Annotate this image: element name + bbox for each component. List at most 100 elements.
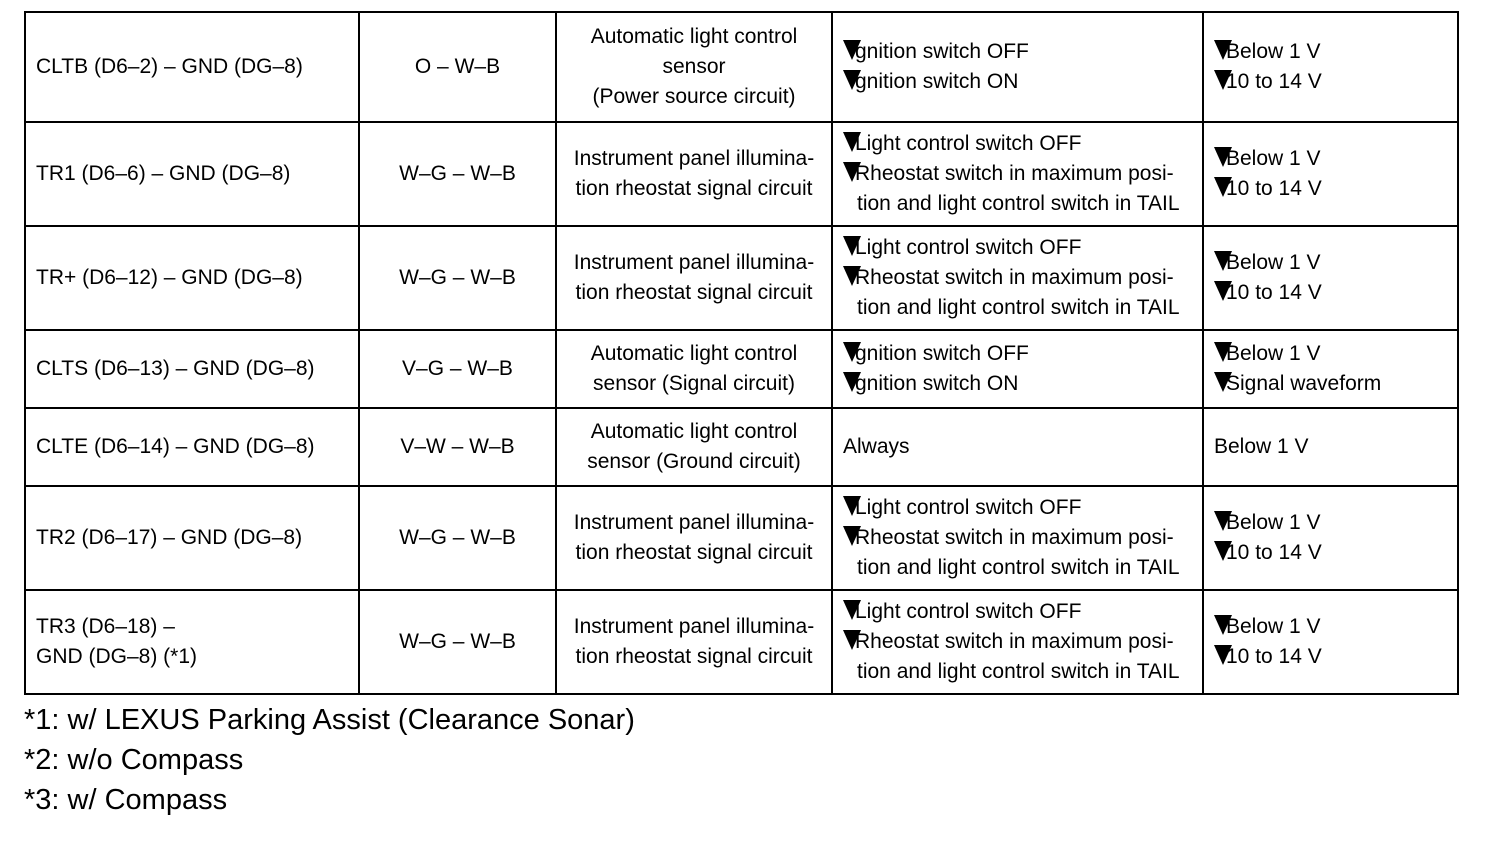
specified-condition-cell: Below 1 V 10 to 14 V <box>1202 225 1459 331</box>
condition-text: Light control switch OFF <box>855 132 1082 155</box>
description-line: tion rheostat signal circuit <box>575 281 813 304</box>
footnote: *3: w/ Compass <box>24 784 228 816</box>
spec-line: Below 1 V <box>1214 144 1447 174</box>
description-line: sensor (Signal circuit) <box>593 372 795 395</box>
condition-cell: Light control switch OFF Rheostat switch … <box>831 225 1204 331</box>
terminal-cell: TR1 (D6–6) – GND (DG–8) <box>24 121 360 227</box>
spec-line: Below 1 V <box>1214 339 1447 369</box>
terminal-text: CLTE (D6–14) – GND (DG–8) <box>36 435 315 458</box>
description-line: Instrument panel illumina- <box>573 511 815 534</box>
spec-text: 10 to 14 V <box>1226 281 1322 304</box>
condition-line: tion and light control switch in TAIL <box>843 189 1192 219</box>
terminal-spec-table: CLTB (D6–2) – GND (DG–8) O – W–B Automatic… <box>24 11 1459 695</box>
description-cell: Instrument panel illumina-tion rheostat … <box>555 121 833 227</box>
wiring-color-cell: O – W–B <box>358 11 557 123</box>
condition-text: tion and light control switch in TAIL <box>857 660 1180 683</box>
condition-text: Always <box>843 435 910 458</box>
condition-line: Light control switch OFF <box>843 233 1192 263</box>
terminal-text: TR1 (D6–6) – GND (DG–8) <box>36 162 291 185</box>
condition-line: Light control switch OFF <box>843 129 1192 159</box>
condition-text: Rheostat switch in maximum posi- <box>855 526 1174 549</box>
condition-text: tion and light control switch in TAIL <box>857 192 1180 215</box>
wiring-color-cell: W–G – W–B <box>358 225 557 331</box>
triangle-marker-icon <box>1214 70 1232 90</box>
description-line: sensor <box>662 55 726 78</box>
description-line: Automatic light control <box>590 25 798 48</box>
triangle-marker-icon <box>843 70 861 90</box>
footnote: *1: w/ LEXUS Parking Assist (Clearance S… <box>24 704 635 736</box>
terminal-text: TR+ (D6–12) – GND (DG–8) <box>36 266 303 289</box>
description-line: Automatic light control <box>590 420 798 443</box>
terminal-text: CLTS (D6–13) – GND (DG–8) <box>36 357 315 380</box>
triangle-marker-icon <box>843 372 861 392</box>
condition-text: Light control switch OFF <box>855 600 1082 623</box>
condition-cell: Always <box>831 407 1204 487</box>
description-line: sensor (Ground circuit) <box>587 450 801 473</box>
triangle-marker-icon <box>1214 541 1232 561</box>
table-body: CLTB (D6–2) – GND (DG–8) O – W–B Automatic… <box>24 11 1459 695</box>
condition-text: Rheostat switch in maximum posi- <box>855 266 1174 289</box>
triangle-marker-icon <box>843 630 861 650</box>
condition-text: Rheostat switch in maximum posi- <box>855 630 1174 653</box>
table-row: CLTE (D6–14) – GND (DG–8) V–W – W–B Automa… <box>24 407 1459 487</box>
triangle-marker-icon <box>1214 281 1232 301</box>
condition-line: Rheostat switch in maximum posi- <box>843 159 1192 189</box>
condition-cell: gnition switch OFF gnition switch ON <box>831 11 1204 123</box>
description-line: tion rheostat signal circuit <box>575 177 813 200</box>
condition-line: Rheostat switch in maximum posi- <box>843 523 1192 553</box>
condition-text: Light control switch OFF <box>855 236 1082 259</box>
triangle-marker-icon <box>843 526 861 546</box>
condition-line: Light control switch OFF <box>843 597 1192 627</box>
triangle-marker-icon <box>1214 372 1232 392</box>
condition-line: Light control switch OFF <box>843 493 1192 523</box>
triangle-marker-icon <box>1214 251 1232 271</box>
triangle-marker-icon <box>843 496 861 516</box>
spec-text: 10 to 14 V <box>1226 541 1322 564</box>
terminal-text: TR2 (D6–17) – GND (DG–8) <box>36 526 303 549</box>
terminal-cell: CLTB (D6–2) – GND (DG–8) <box>24 11 360 123</box>
condition-text: tion and light control switch in TAIL <box>857 556 1180 579</box>
condition-cell: Light control switch OFF Rheostat switch … <box>831 589 1204 695</box>
spec-text: Below 1 V <box>1226 251 1321 274</box>
wiring-color-cell: V–W – W–B <box>358 407 557 487</box>
spec-text: 10 to 14 V <box>1226 645 1322 668</box>
description-line: Instrument panel illumina- <box>573 147 815 170</box>
condition-line: tion and light control switch in TAIL <box>843 657 1192 687</box>
condition-cell: Light control switch OFF Rheostat switch … <box>831 121 1204 227</box>
spec-text: Below 1 V <box>1214 435 1309 458</box>
condition-cell: gnition switch OFF gnition switch ON <box>831 329 1204 409</box>
terminal-text: CLTB (D6–2) – GND (DG–8) <box>36 55 303 78</box>
condition-cell: Light control switch OFF Rheostat switch … <box>831 485 1204 591</box>
spec-line: Below 1 V <box>1214 37 1447 67</box>
condition-line: gnition switch ON <box>843 369 1192 399</box>
wiring-color-cell: V–G – W–B <box>358 329 557 409</box>
spec-line: 10 to 14 V <box>1214 538 1447 568</box>
condition-text: gnition switch OFF <box>855 342 1029 365</box>
condition-line: Always <box>843 432 1192 462</box>
triangle-marker-icon <box>1214 147 1232 167</box>
triangle-marker-icon <box>843 600 861 620</box>
triangle-marker-icon <box>843 266 861 286</box>
terminal-cell: TR3 (D6–18) –GND (DG–8) (*1) <box>24 589 360 695</box>
condition-line: gnition switch ON <box>843 67 1192 97</box>
spec-text: Below 1 V <box>1226 40 1321 63</box>
spec-line: 10 to 14 V <box>1214 278 1447 308</box>
spec-line: 10 to 14 V <box>1214 642 1447 672</box>
description-cell: Instrument panel illumina-tion rheostat … <box>555 485 833 591</box>
condition-line: tion and light control switch in TAIL <box>843 293 1192 323</box>
condition-text: tion and light control switch in TAIL <box>857 296 1180 319</box>
condition-text: gnition switch OFF <box>855 40 1029 63</box>
footnotes: *1: w/ LEXUS Parking Assist (Clearance S… <box>24 700 635 820</box>
triangle-marker-icon <box>1214 177 1232 197</box>
wiring-color-cell: W–G – W–B <box>358 485 557 591</box>
spec-line: Signal waveform <box>1214 369 1447 399</box>
terminal-cell: CLTE (D6–14) – GND (DG–8) <box>24 407 360 487</box>
spec-line: Below 1 V <box>1214 248 1447 278</box>
description-line: Instrument panel illumina- <box>573 615 815 638</box>
triangle-marker-icon <box>1214 40 1232 60</box>
